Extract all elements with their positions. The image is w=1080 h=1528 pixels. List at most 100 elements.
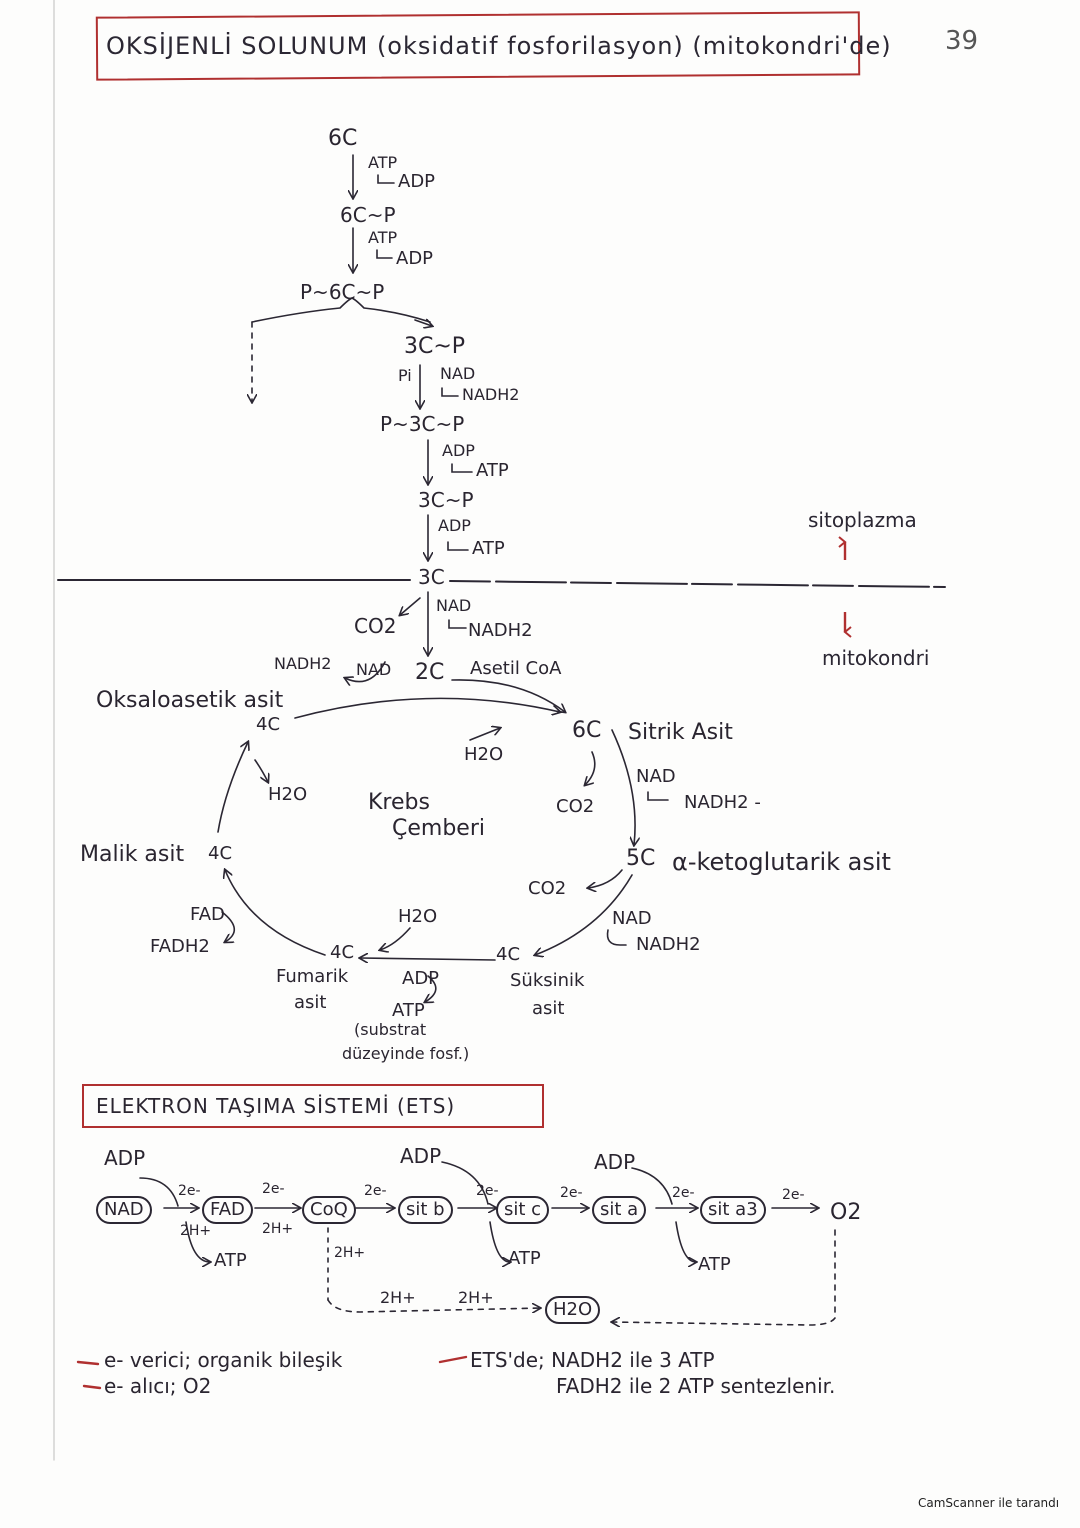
ets-h-label: 2H+ [380,1288,416,1307]
adp-label: ADP [438,516,471,535]
fadh-label: FADH2 [150,936,210,957]
malic-4c: 4C [208,843,233,864]
nadh-label: NADH2 [636,934,701,955]
ets-title-box [82,1084,544,1128]
ets-h-label: 2H+ [458,1288,494,1307]
ets-atp-3: ATP [698,1254,731,1275]
hook-nadh-b [606,929,627,946]
fad-label: FAD [190,904,225,925]
oxaloacetic-acid-label: Oksaloasetik asit [96,688,284,713]
arrow-h2o-top [469,728,500,741]
co2-label: CO2 [354,614,397,638]
nad-label: NAD [356,660,392,679]
ets-atp-2: ATP [508,1248,541,1269]
nadh-label: NADH2 [274,654,332,673]
ets-h2o-dashed [327,1299,540,1312]
arrow-akg-succ [535,874,633,955]
pi-label: Pi [398,366,412,385]
ets-title: ELEKTRON TAŞIMA SİSTEMİ (ETS) [96,1094,456,1118]
ets-adp-2: ADP [400,1144,442,1168]
note-electron-donor: e- verici; organik bileşik [104,1348,343,1372]
ets-e-label: 2e- [364,1183,387,1199]
oxaloacetic-4c: 4C [256,714,281,735]
nadh-label: NADH2 - [684,792,761,813]
ets-e-label: 2e- [262,1181,285,1197]
nad-label: NAD [636,766,676,787]
succinic-label-2: asit [532,998,565,1019]
ets-adp-3: ADP [594,1150,636,1174]
fumaric-4c: 4C [330,942,355,963]
ets-h-label: 2H+ [180,1223,212,1239]
atp-label: ATP [368,228,398,247]
hook-nadh-a [647,791,669,801]
ets-adp2-curve [441,1161,489,1205]
g3p: 3C~P [404,334,466,359]
ets-o2: O2 [830,1200,862,1225]
succinic-label: Süksinik [510,970,585,991]
arrow-succ-fum [360,958,496,960]
succinic-4c: 4C [496,944,521,965]
ets-h-label: 2H+ [262,1221,294,1237]
arrow-co2-link [400,597,421,615]
substrate-note: (substrat [354,1020,427,1039]
arrow-adp-atp [425,975,437,1002]
ets-node-cyt-a: sit a [592,1196,647,1224]
hook-atp4 [447,541,469,551]
atp-label: ATP [392,1000,425,1021]
adp-label: ADP [442,441,475,460]
note-electron-acceptor: e- alıcı; O2 [104,1374,212,1398]
glucose-6c: 6C [328,126,358,151]
pyruvate-3c: 3C [418,565,445,589]
page-number: 39 [945,26,979,56]
nadh-label: NADH2 [468,620,533,641]
adp-label: ADP [402,968,440,989]
h2o-label: H2O [464,744,504,765]
fumaric-label-2: asit [294,992,327,1013]
ets-node-nad: NAD [96,1196,152,1224]
ets-node-fad: FAD [202,1196,253,1224]
krebs-cycle-title: Krebs [368,790,430,815]
arrow-co2-a [585,751,596,785]
arrow-h2o-fum [380,927,411,950]
ets-e-label: 2e- [476,1183,499,1199]
adp-label: ADP [396,248,434,269]
cytoplasm-label: sitoplazma [808,508,917,532]
malic-acid-label: Malik asit [80,842,185,867]
co2-label: CO2 [556,796,595,817]
arrow-co2-b [588,869,623,888]
ets-e-label: 2e- [178,1183,201,1199]
atp-label: ATP [476,460,509,481]
split-brace [251,297,431,323]
scanner-watermark: CamScanner ile tarandı [918,1496,1060,1510]
krebs-cycle-title-2: Çemberi [392,816,485,841]
ets-atp-1: ATP [214,1250,247,1271]
mitochondria-label: mitokondri [822,646,930,670]
arrow-h2o-left [254,759,268,782]
acetyl-coa-label: Asetil CoA [470,658,562,679]
ets-adp1-curve [139,1177,179,1207]
ets-adp3-curve [631,1167,673,1205]
akg-5c: 5C [626,846,656,871]
membrane-line [449,580,946,588]
ets-e-label: 2e- [560,1185,583,1201]
nad-label: NAD [612,908,652,929]
atp-label: ATP [368,153,398,172]
arrow-citric-akg [611,729,635,845]
co2-label: CO2 [528,878,567,899]
note-ets-yield-1: ETS'de; NADH2 ile 3 ATP [470,1348,715,1372]
hook-nadh-link [448,619,467,629]
hook-adp2 [376,249,393,259]
nad-label: NAD [436,596,472,615]
hook-nadh1 [441,387,459,397]
ets-adp-1: ADP [104,1146,146,1170]
ets-o2-dashed [612,1229,836,1325]
arrow-nad-link [345,661,386,682]
fructose-bisphosphate: P~6C~P [300,280,385,304]
ets-node-cyt-b: sit b [398,1196,453,1224]
ets-node-cyt-a3: sit a3 [700,1196,766,1224]
h2o-label: H2O [398,906,438,927]
ets-e-label: 2e- [782,1187,805,1203]
h2o-label: H2O [268,784,308,805]
